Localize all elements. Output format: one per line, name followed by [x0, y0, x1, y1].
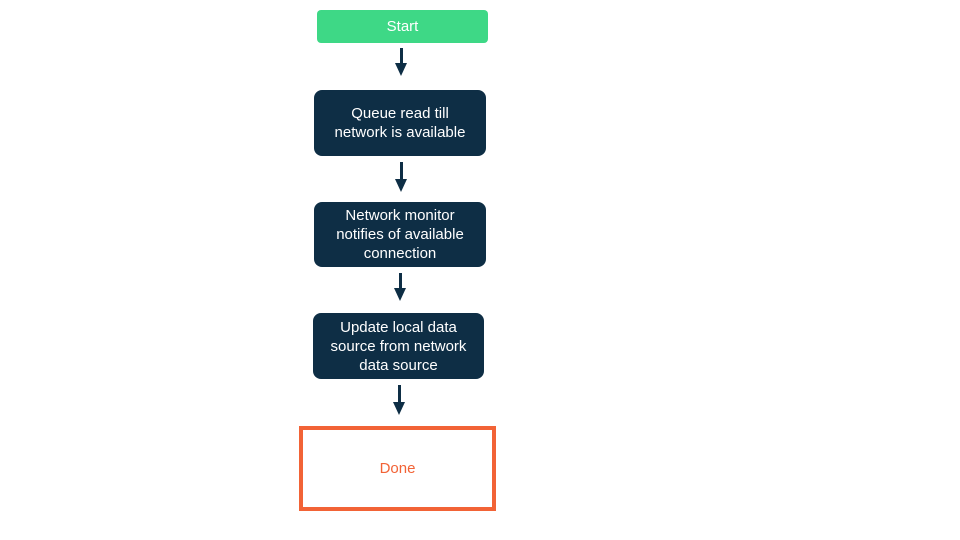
node-start[interactable]: Start [317, 10, 488, 43]
arrow-down-icon [395, 63, 407, 76]
connector-shaft [399, 273, 402, 291]
connector-shaft [400, 162, 403, 182]
arrow-down-icon [394, 288, 406, 301]
arrow-down-icon [393, 402, 405, 415]
node-update-local-data-source[interactable]: Update local data source from network da… [313, 313, 484, 379]
arrow-down-icon [395, 179, 407, 192]
node-done[interactable]: Done [299, 426, 496, 511]
node-queue-read[interactable]: Queue read till network is available [314, 90, 486, 156]
connector-shaft [400, 48, 403, 66]
connector-shaft [398, 385, 401, 405]
node-network-monitor[interactable]: Network monitor notifies of available co… [314, 202, 486, 267]
